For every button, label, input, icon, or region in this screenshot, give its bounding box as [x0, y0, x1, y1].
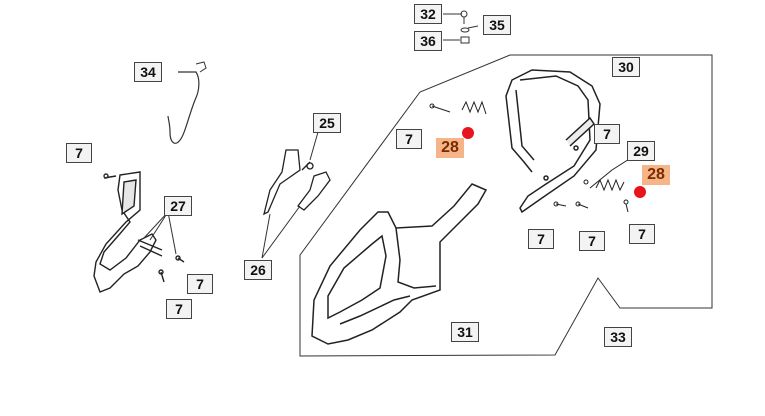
callout-32: 32: [414, 4, 442, 24]
throttle-cable-drawing: [167, 71, 200, 144]
callout-7: 7: [629, 224, 655, 244]
callout-7: 7: [594, 124, 620, 144]
callout-7: 7: [187, 274, 213, 294]
callout-25: 25: [313, 113, 341, 133]
callout-36: 36: [414, 31, 442, 51]
leader-lines-27: [143, 211, 177, 255]
assembly-outline: [299, 54, 713, 357]
marker-dot: [634, 186, 646, 198]
callout-26: 26: [244, 260, 272, 280]
callout-28-highlighted: 28: [436, 138, 464, 158]
callout-29: 29: [627, 141, 655, 161]
leader-lines-26: [261, 131, 319, 259]
trigger-drawing: [263, 149, 331, 216]
callout-7: 7: [166, 299, 192, 319]
front-handle-drawing: [505, 69, 601, 214]
callout-31: 31: [451, 322, 479, 342]
bolt-left-upper: [103, 173, 109, 179]
callout-35: 35: [483, 15, 511, 35]
spring-drawing-b: [553, 155, 635, 213]
callout-7: 7: [579, 231, 605, 251]
spring-drawing-a: [429, 100, 487, 115]
callout-7: 7: [66, 143, 92, 163]
callout-34: 34: [134, 62, 162, 82]
callout-27: 27: [164, 196, 192, 216]
callout-7: 7: [528, 229, 554, 249]
callout-7: 7: [396, 129, 422, 149]
callout-33: 33: [604, 327, 632, 347]
callout-28-highlighted: 28: [642, 165, 670, 185]
marker-dot: [462, 127, 474, 139]
callout-30: 30: [612, 57, 640, 77]
rear-handle-drawing: [93, 171, 185, 293]
hand-guard-drawing: [311, 183, 488, 345]
fastener-group-top: [443, 10, 479, 44]
